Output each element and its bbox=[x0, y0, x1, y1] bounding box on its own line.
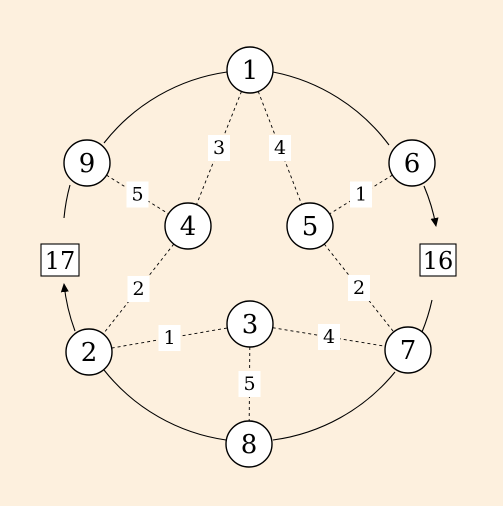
edge-weight-label: 2 bbox=[353, 277, 365, 299]
edge-weight-bg bbox=[127, 276, 150, 302]
edge-weight-label: 1 bbox=[355, 184, 367, 206]
node-label: 3 bbox=[242, 310, 259, 340]
arc-7-to-8 bbox=[272, 371, 396, 441]
arc-2-to-17 bbox=[60, 283, 76, 332]
edge-weight-bg bbox=[350, 181, 372, 208]
node-circle bbox=[388, 139, 436, 187]
node-2: 2 bbox=[65, 328, 113, 376]
arc-6-to-16 bbox=[423, 185, 439, 227]
node-1: 1 bbox=[226, 46, 274, 94]
node-8: 8 bbox=[225, 420, 273, 468]
edge-weight-label: 3 bbox=[213, 137, 225, 159]
node-circle bbox=[286, 202, 334, 250]
node-label: 8 bbox=[241, 430, 258, 460]
node-circle bbox=[225, 420, 273, 468]
box-label: 17 bbox=[45, 247, 76, 275]
nodes-layer: 1 9 6 4 5 3 2 7 8 bbox=[63, 46, 436, 468]
edge-weight-bg bbox=[318, 324, 340, 350]
edge-weight-bg bbox=[348, 275, 370, 301]
node-5: 5 bbox=[286, 202, 334, 250]
edge-weight-bg bbox=[158, 325, 181, 351]
edge-weight-label: 1 bbox=[163, 327, 175, 349]
node-label: 5 bbox=[302, 212, 319, 242]
node-label: 9 bbox=[79, 149, 96, 179]
edge-weight-label: 2 bbox=[132, 278, 144, 300]
arc-1-to-6 bbox=[272, 71, 390, 146]
node-circle bbox=[65, 328, 113, 376]
edge-n3-n7 bbox=[272, 327, 386, 347]
node-6: 6 bbox=[388, 139, 436, 187]
node-label: 4 bbox=[180, 212, 197, 242]
edge-weight-bg bbox=[269, 135, 291, 161]
node-label: 2 bbox=[81, 338, 98, 368]
node-circle bbox=[226, 300, 274, 348]
node-7: 7 bbox=[384, 326, 432, 374]
arc-16-to-7 bbox=[421, 299, 433, 333]
box-label: 16 bbox=[423, 247, 454, 275]
edge-weight-bg bbox=[208, 135, 230, 161]
edge-n2-n3 bbox=[111, 327, 228, 349]
box-rect bbox=[419, 243, 457, 277]
node-circle bbox=[164, 202, 212, 250]
edge-weight-label: 4 bbox=[274, 137, 286, 159]
edges-layer: 3 4 5 1 2 2 1 4 5 bbox=[102, 91, 395, 422]
box-16: 16 bbox=[419, 243, 457, 277]
node-9: 9 bbox=[63, 139, 111, 187]
node-3: 3 bbox=[226, 300, 274, 348]
edge-weight-bg bbox=[126, 181, 149, 208]
edge-weight-bg bbox=[238, 371, 261, 397]
edge-weight-label: 4 bbox=[323, 326, 335, 348]
node-circle bbox=[226, 46, 274, 94]
outer-circle-arcs bbox=[60, 71, 439, 441]
edge-n4-n2 bbox=[102, 243, 175, 335]
arc-8-to-2 bbox=[103, 369, 227, 441]
node-circle bbox=[63, 139, 111, 187]
edge-weight-label: 5 bbox=[243, 373, 255, 395]
node-label: 1 bbox=[242, 56, 259, 86]
arc-9-to-1 bbox=[103, 71, 228, 144]
node-4: 4 bbox=[164, 202, 212, 250]
arc-17-to-9 bbox=[63, 184, 71, 219]
box-17: 17 bbox=[40, 243, 80, 277]
node-label: 7 bbox=[400, 336, 417, 366]
box-rect bbox=[40, 243, 80, 277]
node-circle bbox=[384, 326, 432, 374]
edge-weight-label: 5 bbox=[131, 184, 143, 206]
node-label: 6 bbox=[404, 149, 421, 179]
